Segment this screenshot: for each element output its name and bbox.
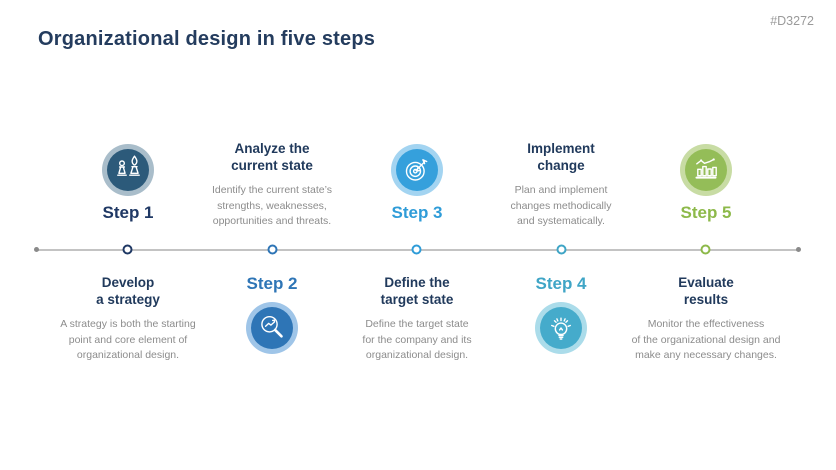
timeline-marker-step-5	[700, 244, 711, 255]
step-5-description: Monitor the effectiveness of the organiz…	[631, 318, 781, 361]
step-3-label: Step 3	[391, 203, 443, 222]
page-title: Organizational design in five steps	[38, 28, 376, 50]
timeline-marker-step-4	[556, 244, 567, 255]
step-5-column: Step 5 Evaluate results Monitor the effe…	[616, 134, 796, 394]
timeline-start-dot	[34, 247, 39, 252]
target-dart-icon	[391, 144, 443, 196]
timeline-marker-step-1	[122, 244, 133, 255]
step-3-column: Step 3 Define the target state Define th…	[327, 134, 507, 394]
step-1-column: Step 1 Develop a strategy A strategy is …	[38, 134, 218, 394]
timeline-marker-step-3	[411, 244, 422, 255]
step-1-heading: Develop a strategy	[96, 275, 160, 307]
step-1-label: Step 1	[102, 203, 154, 222]
magnifier-trend-icon	[246, 302, 298, 354]
step-4-label: Step 4	[535, 274, 587, 293]
step-4-description: Plan and implement changes methodically …	[510, 184, 612, 227]
timeline-end-dot	[796, 247, 801, 252]
chess-pieces-icon	[102, 144, 154, 196]
step-4-heading: Implement change	[527, 141, 595, 173]
step-1-description: A strategy is both the starting point an…	[60, 318, 196, 361]
step-2-column: Analyze the current state Identify the c…	[182, 134, 362, 394]
step-4-column: Implement change Plan and implement chan…	[471, 134, 651, 394]
step-5-label: Step 5	[680, 203, 732, 222]
bar-chart-trend-icon	[680, 144, 732, 196]
step-3-description: Define the target state for the company …	[362, 318, 472, 361]
step-2-label: Step 2	[246, 274, 298, 293]
timeline-marker-step-2	[267, 244, 278, 255]
step-5-heading: Evaluate results	[678, 275, 734, 307]
lightbulb-icon	[535, 302, 587, 354]
step-2-heading: Analyze the current state	[231, 141, 313, 173]
step-2-description: Identify the current state’s strengths, …	[211, 184, 333, 227]
template-id-badge: #D3272	[770, 14, 814, 28]
step-3-heading: Define the target state	[380, 275, 454, 307]
